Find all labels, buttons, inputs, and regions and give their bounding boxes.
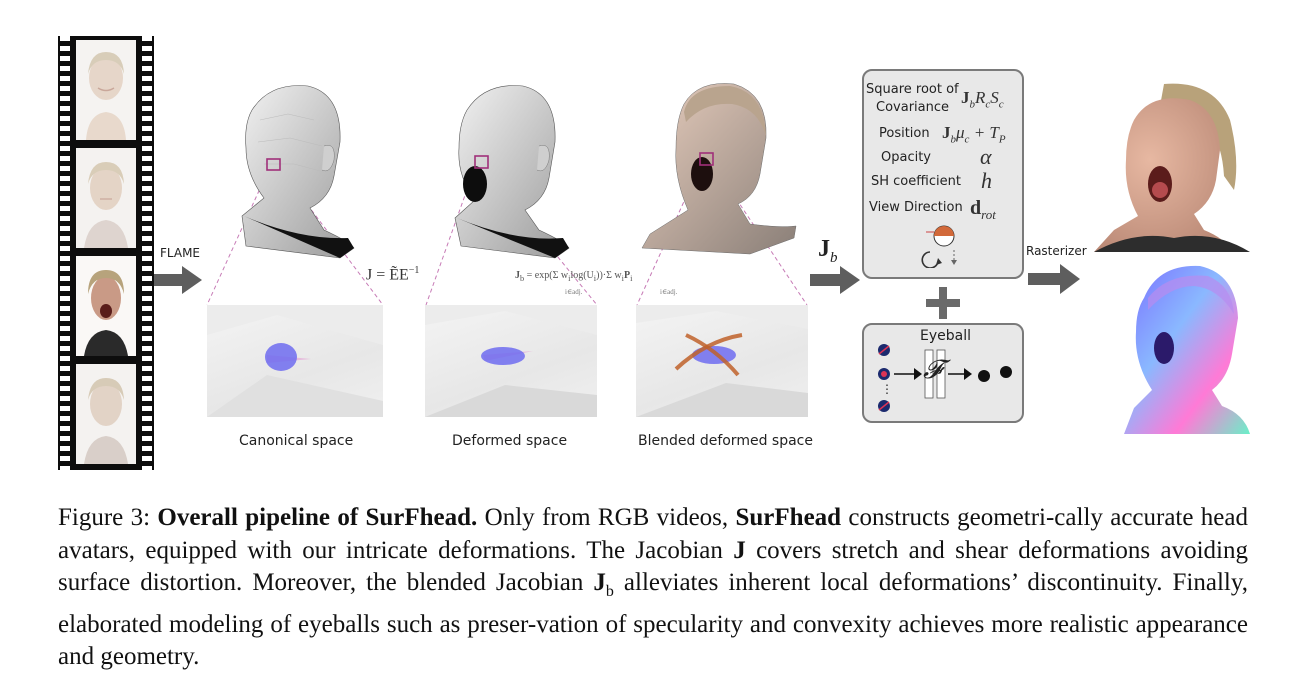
- video-frame-3: [76, 256, 136, 356]
- rasterizer-label: Rasterizer: [1026, 244, 1087, 258]
- cov-R-sub: c: [985, 98, 991, 111]
- pos-J: J: [942, 123, 951, 142]
- caption-text-1: Only from RGB videos,: [477, 504, 736, 531]
- eq-blended-P: P: [624, 270, 631, 281]
- eq-blended-rest: = exp(Σ w: [524, 270, 569, 281]
- flame-label: FLAME: [160, 246, 201, 260]
- attr-opacity-name: Opacity: [881, 150, 932, 165]
- network-function-symbol: 𝓕: [923, 355, 943, 384]
- panel-caption-canonical: Canonical space: [239, 433, 354, 449]
- blended-head-textured: [641, 83, 797, 255]
- pos-mu: μ: [956, 123, 965, 142]
- film-sprocket-holes-right: [142, 36, 152, 470]
- blended-jacobian-equation: Jb = exp(Σ wilog(Ui))·Σ wiPi: [515, 270, 633, 283]
- eq-sum-subscript-2: i∈adj.: [660, 288, 678, 296]
- video-frame-2: [76, 148, 136, 248]
- blended-space-gaussian-panel: [636, 305, 808, 417]
- rotation-eyeball-icon: [921, 225, 957, 268]
- figure-caption: Figure 3: Overall pipeline of SurFhead. …: [58, 502, 1248, 674]
- jb-label-J: J: [818, 236, 830, 262]
- pos-sub: b: [950, 133, 957, 146]
- flame-arrow-icon: [154, 266, 202, 294]
- pos-T-sub: P: [998, 133, 1006, 146]
- attr-viewdir-name: View Direction: [869, 200, 963, 215]
- cov-J: J: [961, 88, 970, 107]
- equation-canonical-text: J = ẼE: [366, 266, 409, 284]
- eq-blended-close: ))·Σ w: [596, 270, 622, 281]
- caption-bold-J: J: [733, 536, 746, 564]
- pos-mu-sub: c: [964, 133, 970, 146]
- caption-bold-title: Overall pipeline of SurFhead.: [157, 504, 478, 531]
- caption-prefix: Figure 3:: [58, 504, 158, 531]
- caption-text-2: constructs geometri-cally accurate head …: [58, 504, 1248, 564]
- eq-blended-log: log(U: [570, 270, 594, 281]
- eyeball-network-diagram: [878, 344, 1012, 412]
- cov-sub: b: [969, 98, 976, 111]
- cov-S: S: [990, 88, 999, 107]
- attr-sh-math: h: [981, 168, 992, 193]
- video-frame-4: [76, 364, 136, 464]
- canonical-head-mesh: [241, 85, 355, 259]
- canonical-jacobian-equation: J = ẼE−1: [366, 265, 419, 284]
- caption-bold-Jb: J: [593, 569, 606, 596]
- eyeball-ellipsis: ⋮: [881, 382, 893, 396]
- equation-canonical-sup: −1: [408, 265, 420, 276]
- rendered-rgb-head: [1094, 83, 1250, 252]
- panel-caption-deformed: Deformed space: [452, 433, 568, 449]
- rendered-normal-map-head: [1124, 265, 1250, 434]
- eq-sum-subscript-1: i∈adj.: [565, 288, 583, 296]
- deformed-space-gaussian-panel: [425, 305, 597, 417]
- attr-covariance-name2: Covariance: [876, 100, 949, 115]
- jb-label-sub: b: [830, 249, 838, 266]
- eq-blended-J: J: [515, 270, 520, 281]
- caption-jb-sub: b: [605, 583, 614, 600]
- plus-icon: [926, 287, 960, 319]
- video-frame-1: [76, 40, 136, 140]
- jacobian-arrow-icon: [810, 266, 860, 294]
- panel-caption-blended: Blended deformed space: [638, 433, 813, 449]
- attr-covariance-math: JbRcSc: [961, 88, 1004, 110]
- pos-T: + T: [969, 123, 999, 142]
- eq-blended-sub: b: [520, 274, 525, 283]
- caption-text-3: covers stretch and shear deformations av…: [58, 536, 1248, 597]
- attr-position-math: Jbμc + TP: [942, 123, 1006, 145]
- deformed-head-mesh: [454, 85, 570, 259]
- canonical-space-gaussian-panel: [207, 305, 383, 417]
- jacobian-b-label: Jb: [818, 236, 838, 267]
- cov-R: R: [975, 88, 986, 107]
- cov-S-sub: c: [998, 98, 1004, 111]
- caption-text-4: alleviates inherent local deformations’ …: [58, 569, 1248, 670]
- video-film-strip: [58, 36, 154, 470]
- attr-covariance-name: Square root of: [866, 82, 959, 97]
- viewdir-sub: rot: [981, 207, 996, 222]
- attr-position-name: Position: [879, 126, 930, 141]
- attr-sh-name: SH coefficient: [871, 174, 961, 189]
- attr-opacity-math: α: [980, 144, 992, 169]
- eyeball-title: Eyeball: [920, 328, 971, 344]
- caption-bold-name: SurFhead: [735, 504, 842, 531]
- viewdir-d: d: [970, 197, 982, 219]
- attr-viewdir-math: drot: [970, 197, 996, 223]
- rasterizer-arrow-icon: [1028, 264, 1080, 294]
- film-sprocket-holes-left: [60, 36, 70, 470]
